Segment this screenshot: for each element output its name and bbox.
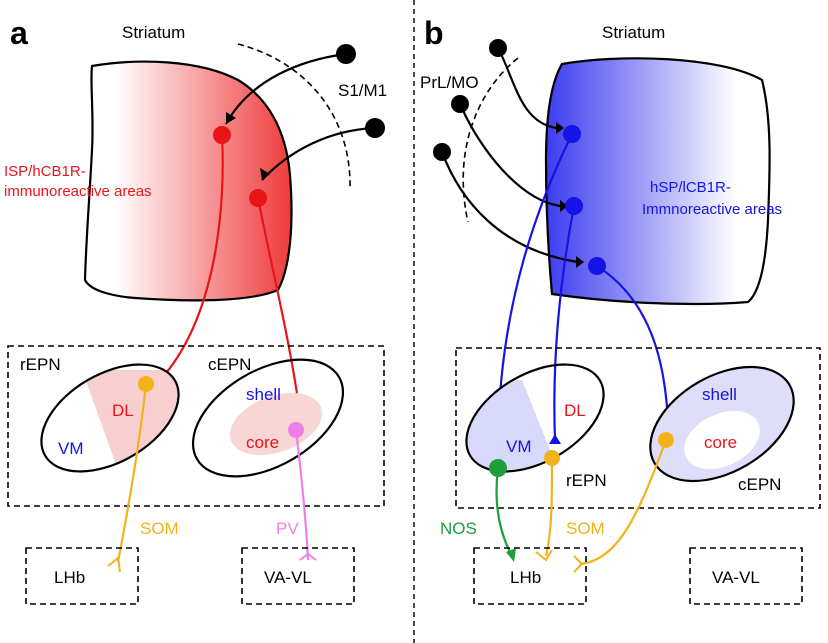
- panel-a-core-region: [229, 392, 323, 456]
- panel-a-area-label-1: ISP/hCB1R-: [4, 163, 86, 180]
- panel-a-som-label: SOM: [140, 519, 179, 538]
- panel-b-striatum-region: [544, 57, 771, 306]
- panel-b-vavl-label: VA-VL: [712, 568, 760, 587]
- panel-a-vavl-label: VA-VL: [264, 568, 312, 587]
- panel-b-lhb-label: LHb: [510, 568, 541, 587]
- panel-a-cortical-axon-1: [225, 52, 347, 125]
- panel-b-som-terminal-1: [535, 549, 553, 562]
- panel-a-striatum-label: Striatum: [122, 23, 185, 42]
- panel-b-som-axon-1: [544, 457, 554, 557]
- panel-b-cortex-boundary: [462, 57, 519, 223]
- panel-b-som-label: SOM: [566, 519, 605, 538]
- panel-a-projection-dl: [159, 134, 224, 381]
- panel-a-pv-terminal: [299, 552, 317, 561]
- panel-a-vm-label: VM: [58, 439, 84, 458]
- panel-a-cepn-label: cEPN: [208, 355, 251, 374]
- panel-b-nos-label: NOS: [440, 519, 477, 538]
- panel-b-letter: b: [424, 15, 444, 51]
- panel-b-cortical-axon-2: [458, 103, 561, 208]
- panel-b-projection-vm-2: [553, 205, 576, 441]
- panel-a-pv-label: PV: [276, 519, 299, 538]
- panel-a-core-label: core: [246, 433, 279, 452]
- panel-a-lhb-label: LHb: [54, 568, 85, 587]
- panel-a-synapse-1: [226, 112, 236, 124]
- panel-a-repn-label: rEPN: [20, 355, 61, 374]
- panel-b-som-terminal-2: [573, 555, 584, 573]
- panel-a-projection-core: [256, 197, 302, 415]
- panel-b-repn-label: rEPN: [566, 471, 607, 490]
- panel-b-vavl-box: [689, 547, 803, 605]
- panel-a-cortical-axon-2: [261, 126, 376, 181]
- panel-b-cortex-label: PrL/MO: [420, 73, 479, 92]
- panel-a-cortical-neuron-2: [365, 118, 385, 138]
- panel-a-repn-nucleus: [40, 363, 180, 473]
- panel-b-projection-vm-2-terminal: [549, 434, 561, 444]
- panel-b-synapse-1: [556, 122, 564, 134]
- panel-b-nos-axon: [495, 467, 513, 557]
- panel-b-synapse-2: [560, 200, 568, 212]
- panel-b-striatum-label: Striatum: [602, 23, 665, 42]
- panel-b-area-label-1: hSP/lCB1R-: [650, 179, 731, 196]
- panel-b-area-label-2: Immnoreactive areas: [642, 201, 782, 218]
- panel-b-vm-label: VM: [506, 437, 532, 456]
- panel-b-nos-terminal: [506, 548, 516, 562]
- panel-b-vm-region: [460, 380, 562, 480]
- panel-a-cortex-boundary: [237, 43, 351, 191]
- panel-a-cepn-nucleus: [191, 358, 345, 478]
- panel-a-epn-box: [7, 345, 385, 507]
- panel-b-synapse-3: [576, 256, 584, 268]
- panel-b-shell-label: shell: [702, 385, 737, 404]
- panel-a-pv-axon: [294, 429, 310, 561]
- panel-b-core-label: core: [704, 433, 737, 452]
- panel-a-synapse-2: [260, 168, 270, 180]
- panel-b-dl-label: DL: [564, 401, 586, 420]
- panel-a-vavl-box: [241, 547, 355, 605]
- panel-b-cortical-axon-1: [497, 47, 557, 130]
- panel-b: b Striatum PrL/MO hSP/lCB1R- Immnoreacti…: [420, 15, 821, 605]
- panel-b-cortical-axon-3: [440, 151, 579, 264]
- panel-b-som-axon-2: [579, 439, 668, 566]
- panel-b-lhb-box: [473, 547, 587, 605]
- panel-b-core-region: [684, 410, 760, 470]
- panel-a-cortex-label: S1/M1: [338, 81, 387, 100]
- panel-a: a Striatum S1/M1 ISP/hCB1R- immunoreacti…: [4, 15, 387, 605]
- panel-a-dl-label: DL: [112, 401, 134, 420]
- panel-a-area-label-2: immunoreactive areas: [4, 183, 152, 200]
- panel-b-cepn-label: cEPN: [738, 475, 781, 494]
- panel-b-projection-shell: [596, 265, 670, 423]
- panel-a-shell-label: shell: [246, 385, 281, 404]
- panel-a-som-terminal: [107, 556, 121, 573]
- panel-a-lhb-box: [25, 547, 139, 605]
- panel-a-striatum-region: [83, 60, 293, 302]
- panel-a-letter: a: [10, 15, 28, 51]
- panel-a-som-axon: [116, 383, 148, 563]
